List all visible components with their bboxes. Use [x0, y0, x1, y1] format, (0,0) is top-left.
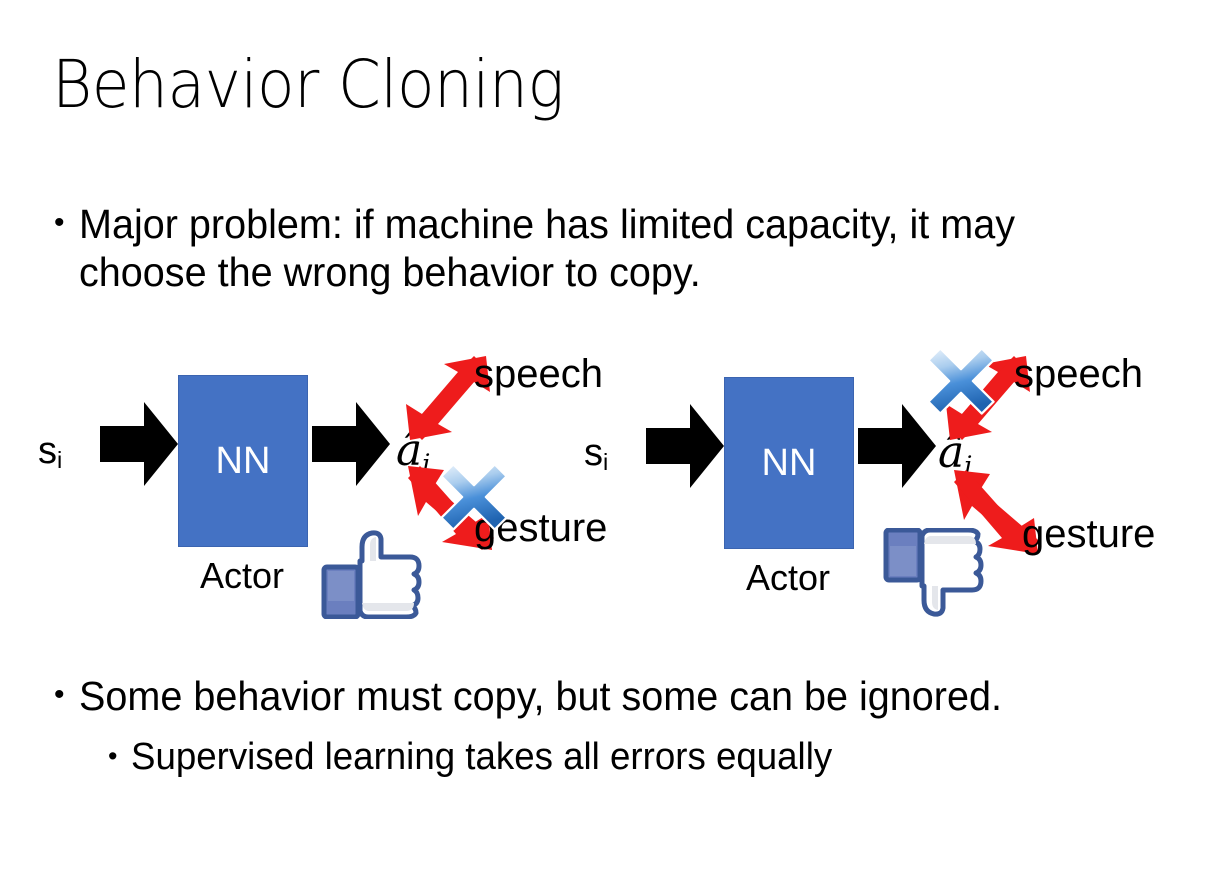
right-input-arrow-icon: [646, 400, 724, 492]
right-output-arrow-icon: [858, 400, 936, 492]
thumbs-up-icon: [318, 527, 426, 620]
left-output-arrow-icon: [312, 398, 390, 490]
bullet-supervised-learning-text: Supervised learning takes all errors equ…: [131, 736, 833, 778]
right-state-subscript: i: [603, 449, 609, 476]
left-speech-arrow-icon: [404, 352, 494, 444]
right-cross-icon: [924, 344, 998, 418]
right-gesture-arrow-icon: [950, 466, 1042, 558]
right-action-subscript: i: [964, 451, 973, 482]
left-speech-label: speech: [474, 352, 603, 396]
left-nn-box: NN: [178, 375, 308, 547]
left-cross-icon: [437, 460, 511, 534]
left-actor-label: Actor: [199, 555, 285, 596]
right-gesture-label: gesture: [1022, 512, 1156, 556]
bullet-marker-icon: •: [108, 741, 118, 771]
bullet-major-problem: • Major problem: if machine has limited …: [54, 200, 1114, 297]
left-state-symbol: s: [38, 430, 57, 472]
thumbs-down-icon: [880, 527, 988, 620]
bullet-supervised-learning: • Supervised learning takes all errors e…: [108, 735, 1148, 780]
left-state-label: si: [38, 430, 62, 474]
left-action-subscript: i: [422, 449, 431, 480]
bullet-marker-icon: •: [54, 678, 65, 711]
right-nn-label: NN: [761, 441, 817, 484]
right-nn-box: NN: [724, 377, 854, 549]
right-speech-label: speech: [1014, 352, 1143, 396]
bullet-major-problem-text: Major problem: if machine has limited ca…: [78, 201, 1015, 296]
right-state-label: si: [584, 432, 608, 476]
bullet-some-behavior: • Some behavior must copy, but some can …: [54, 672, 1154, 720]
bullet-some-behavior-text: Some behavior must copy, but some can be…: [78, 673, 1002, 719]
bullet-marker-icon: •: [54, 206, 65, 239]
left-nn-label: NN: [215, 439, 271, 482]
page-title: Behavior Cloning: [52, 46, 564, 123]
right-actor-label: Actor: [745, 557, 831, 598]
left-input-arrow-icon: [100, 398, 178, 490]
right-state-symbol: s: [584, 432, 603, 474]
left-state-subscript: i: [57, 447, 63, 474]
